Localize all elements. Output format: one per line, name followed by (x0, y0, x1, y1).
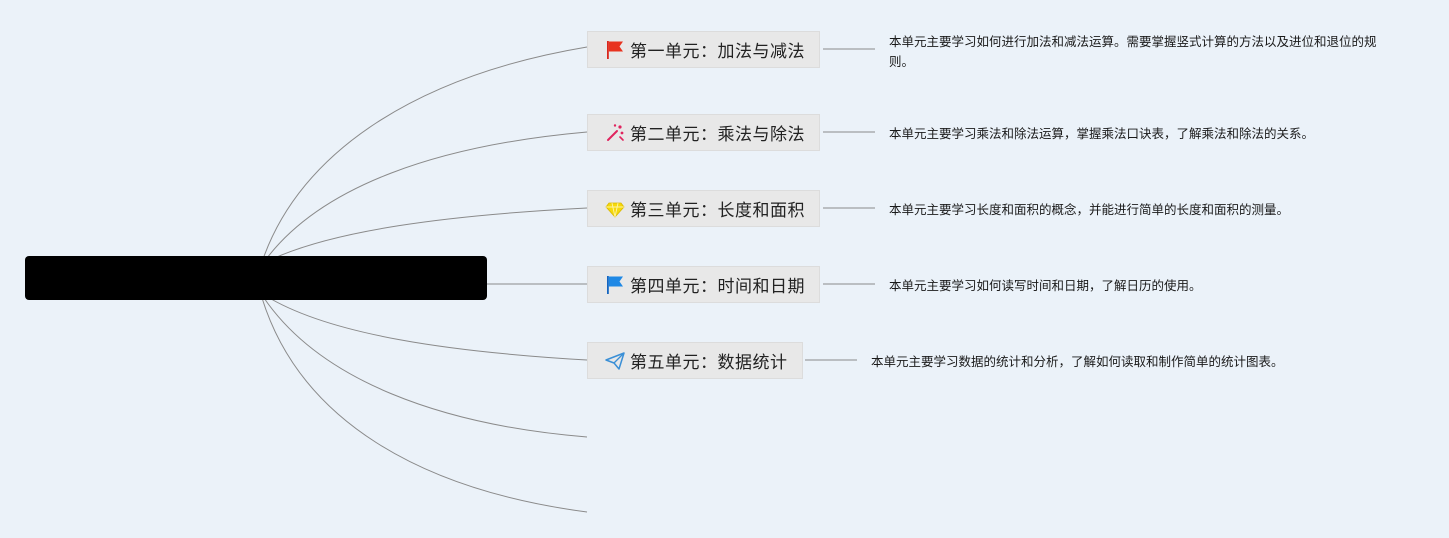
blue-flag-icon (604, 274, 626, 296)
magic-wand-icon (604, 122, 626, 144)
topic-description-4: 本单元主要学习如何读写时间和日期，了解日历的使用。 (889, 278, 1202, 293)
topic-unit-4[interactable]: 第四单元：时间和日期 (587, 266, 820, 303)
branch-connector-5 (265, 295, 588, 361)
topic-label: 第五单元：数据统计 (630, 353, 788, 373)
topic-unit-1[interactable]: 第一单元：加法与减法 (587, 31, 820, 68)
branch-connector-3 (265, 207, 588, 263)
topic-unit-5[interactable]: 第五单元：数据统计 (587, 342, 803, 379)
topic-description-1: 本单元主要学习如何进行加法和减法运算。需要掌握竖式计算的方法以及进位和退位的规则… (889, 34, 1377, 69)
diamond-icon (604, 198, 626, 220)
root-node[interactable] (25, 256, 487, 300)
topic-label: 第三单元：长度和面积 (630, 201, 805, 221)
branch-connector-7 (261, 297, 588, 513)
red-flag-icon (604, 39, 626, 61)
topic-description-3: 本单元主要学习长度和面积的概念，并能进行简单的长度和面积的测量。 (889, 202, 1290, 217)
topic-description-2: 本单元主要学习乘法和除法运算，掌握乘法口诀表，了解乘法和除法的关系。 (889, 126, 1315, 141)
topic-label: 第二单元：乘法与除法 (630, 125, 805, 145)
branch-connector-2 (263, 131, 588, 263)
topic-label: 第四单元：时间和日期 (630, 277, 805, 297)
topic-unit-2[interactable]: 第二单元：乘法与除法 (587, 114, 820, 151)
topic-label: 第一单元：加法与减法 (630, 42, 805, 62)
topic-unit-3[interactable]: 第三单元：长度和面积 (587, 190, 820, 227)
topic-description-5: 本单元主要学习数据的统计和分析，了解如何读取和制作简单的统计图表。 (871, 354, 1284, 369)
branch-connector-6 (263, 297, 588, 438)
branch-connector-1 (261, 46, 588, 263)
paper-plane-icon (604, 350, 626, 372)
